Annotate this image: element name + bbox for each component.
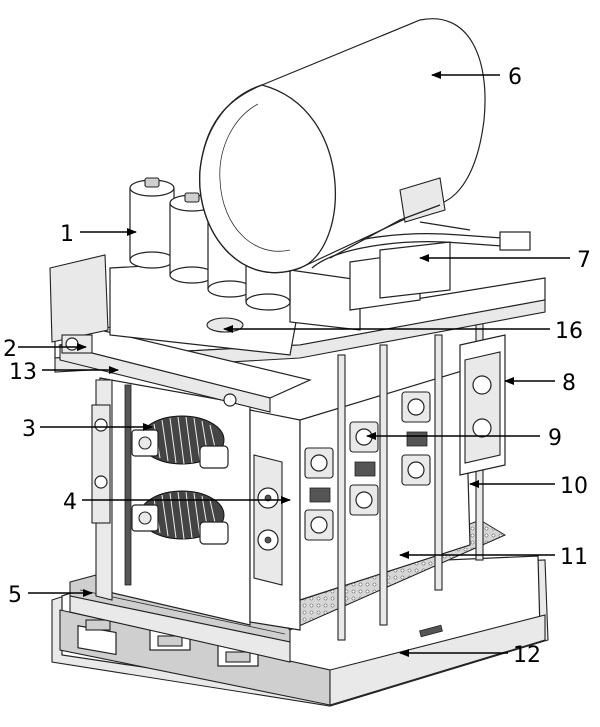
callout-4: 4 — [63, 490, 77, 515]
top-deck — [49, 241, 546, 413]
fin-heatsink-upper — [131, 415, 229, 469]
cylinder-tank — [199, 18, 486, 274]
center-panel — [249, 409, 301, 631]
side-module-right — [459, 334, 506, 476]
callout-3: 3 — [22, 417, 36, 442]
callout-7: 7 — [577, 248, 591, 273]
callout-1: 1 — [60, 222, 74, 247]
callout-2: 2 — [3, 337, 17, 362]
callout-12: 12 — [513, 643, 541, 668]
leader-lines — [18, 71, 570, 657]
callout-6: 6 — [508, 65, 522, 90]
callout-13: 13 — [9, 360, 37, 385]
callout-labels: 1 2 3 4 5 6 7 8 9 10 11 12 13 16 — [3, 65, 591, 668]
callout-11: 11 — [560, 545, 588, 570]
fin-heatsink-lower — [131, 490, 229, 545]
callout-10: 10 — [560, 474, 588, 499]
callout-16: 16 — [555, 319, 583, 344]
callout-5: 5 — [8, 583, 22, 608]
callout-9: 9 — [548, 426, 562, 451]
callout-8: 8 — [562, 371, 576, 396]
